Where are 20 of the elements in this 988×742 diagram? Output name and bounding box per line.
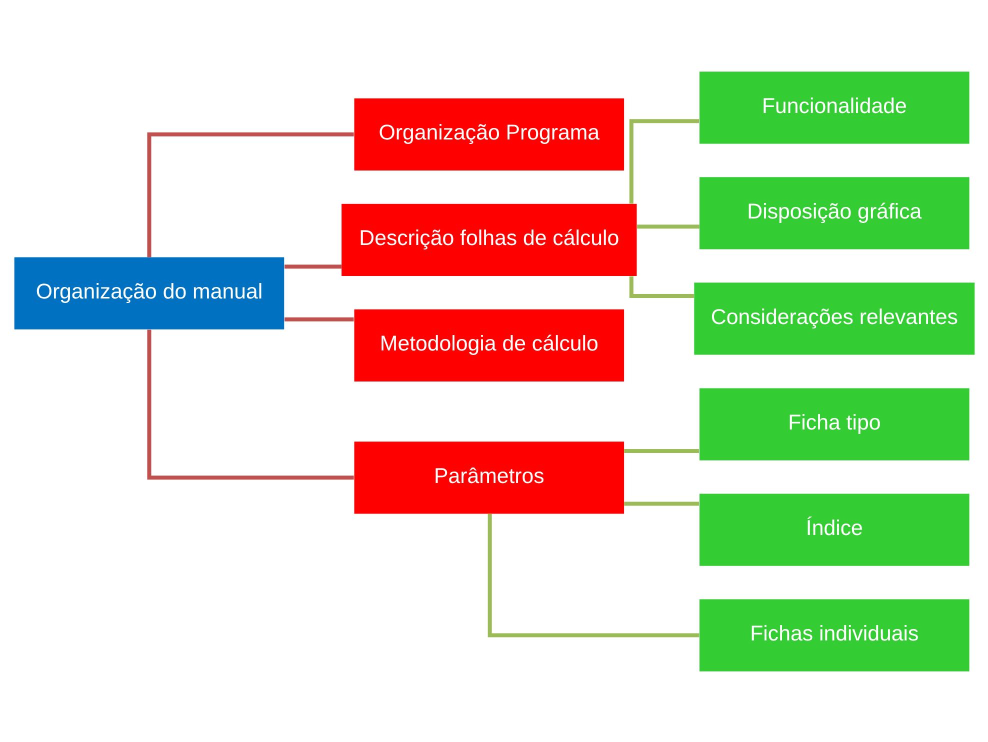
connector [487, 513, 699, 637]
node-box: Fichas individuais [699, 598, 969, 671]
node-box: Organização Programa [354, 98, 624, 170]
node-box: Disposição gráfica [699, 176, 969, 249]
connector [628, 118, 698, 204]
node-box: Descrição folhas de cálculo [341, 203, 636, 276]
node-box: Considerações relevantes [694, 282, 974, 354]
connector [284, 316, 354, 321]
node-box: Metodologia de cálculo [354, 308, 624, 382]
connector [284, 264, 341, 268]
connector [636, 224, 699, 228]
node-box: Ficha tipo [699, 388, 969, 460]
node-box: Organização do manual [14, 256, 284, 329]
node-box: Parâmetros [354, 441, 624, 514]
connector [624, 501, 698, 506]
connector [146, 329, 354, 480]
node-box: Funcionalidade [699, 71, 969, 144]
node-box: Índice [699, 493, 969, 566]
connector [624, 448, 698, 452]
connector [146, 132, 354, 257]
